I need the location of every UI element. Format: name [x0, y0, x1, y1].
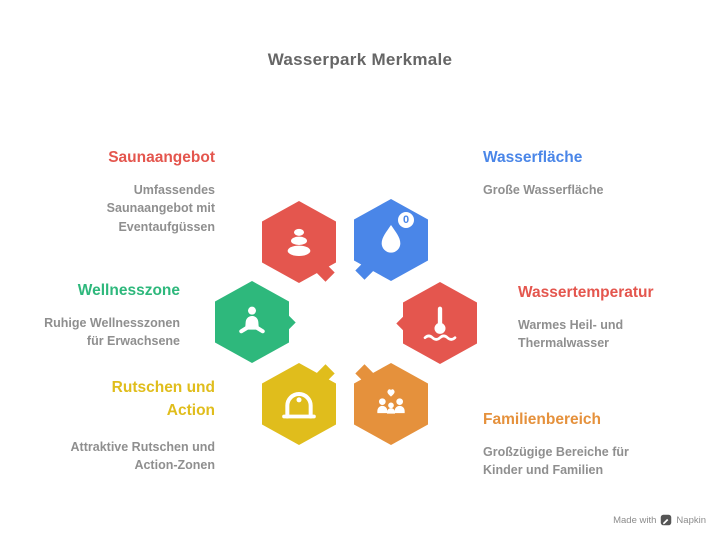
hexagon-shape [403, 282, 477, 364]
pen-icon [661, 514, 672, 526]
page-title: Wasserpark Merkmale [267, 50, 453, 69]
feature-wassertemperatur: Wassertemperatur Warmes Heil- und Therma… [518, 281, 678, 353]
feature-familienbereich: Familienbereich Großzügige Bereiche für … [483, 408, 673, 480]
hexagon-wassertemperatur [396, 282, 477, 364]
feature-familienbereich-label: Familienbereich [483, 411, 602, 428]
family-icon [377, 389, 405, 414]
feature-familienbereich-description: Großzügige Bereiche für Kinder und Famil… [483, 445, 629, 478]
feature-wassertemperatur-description: Warmes Heil- und Thermalwasser [518, 318, 624, 351]
meditation-person-icon [239, 306, 265, 334]
feature-wellnesszone: Wellnesszone Ruhige Wellnesszonen für Er… [20, 279, 180, 351]
hexagon-wellnesszone [215, 281, 296, 363]
feature-wasserflaeche-label: Wasserfläche [483, 149, 583, 166]
feature-saunaangebot: Saunaangebot Umfassendes Saunaangebot mi… [55, 146, 215, 236]
feature-wasserflaeche-description: Große Wasserfläche [483, 183, 604, 198]
feature-wellnesszone-label: Wellnesszone [77, 282, 180, 299]
hexagon-rutschen-und-action [262, 363, 336, 445]
spa-stones-icon [287, 228, 311, 256]
water-drop-icon [381, 225, 401, 253]
feature-rutschen-und-action: Rutschen und Action Attraktive Rutschen … [47, 376, 215, 474]
feature-rutschen-und-action-description: Attraktive Rutschen und Action-Zonen [70, 439, 215, 472]
feature-wassertemperatur-label: Wassertemperatur [518, 284, 654, 301]
watermark[interactable]: Made with Napkin [613, 514, 706, 526]
water-slide-icon [282, 392, 316, 419]
feature-wellnesszone-description: Ruhige Wellnesszonen für Erwachsene [44, 316, 180, 349]
watermark-brand: Napkin [676, 514, 706, 526]
hexagon-familienbereich [354, 363, 428, 445]
hexagon-wasserflaeche: 0 [354, 199, 428, 281]
feature-saunaangebot-label: Saunaangebot [108, 149, 215, 166]
feature-rutschen-und-action-label: Rutschen und Action [111, 379, 215, 420]
thermometer-waves-icon [423, 306, 457, 341]
feature-wasserflaeche: Wasserfläche Große Wasserfläche [483, 146, 673, 199]
feature-saunaangebot-description: Umfassendes Saunaangebot mit Eventaufgüs… [106, 183, 215, 234]
hexagon-saunaangebot [262, 201, 336, 283]
watermark-text: Made with [613, 514, 657, 526]
hexagon-shape [215, 281, 289, 363]
water-drop-badge: 0 [398, 212, 414, 228]
